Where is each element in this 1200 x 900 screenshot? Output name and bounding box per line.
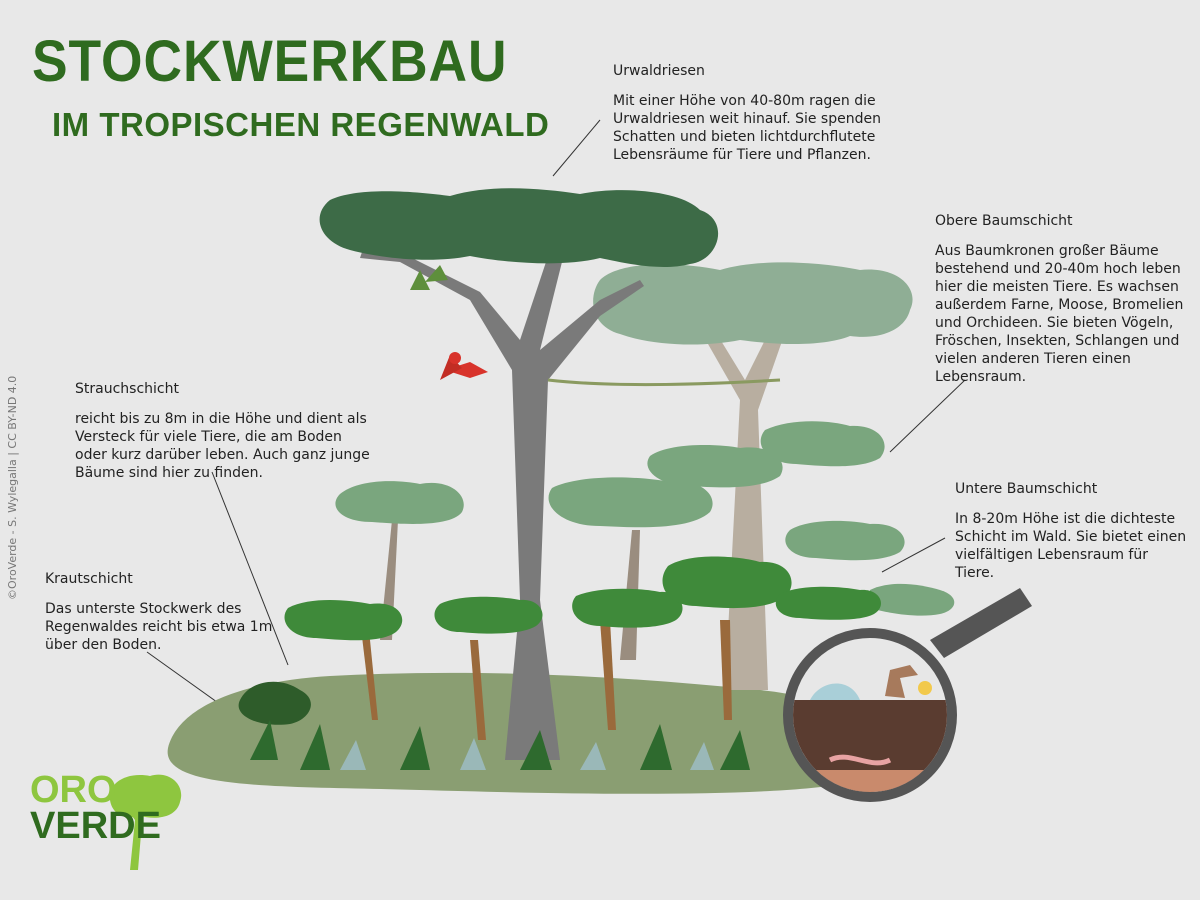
parrot-icon	[440, 352, 488, 380]
label-obere-text: Aus Baumkronen großer Bäume bestehend un…	[935, 243, 1184, 385]
label-untere: Untere Baumschicht In 8-20m Höhe ist die…	[955, 480, 1190, 582]
shrub-layer	[238, 556, 882, 740]
magnifier-soil-icon	[783, 588, 1032, 802]
title-line-1: STOCKWERKBAU	[32, 29, 508, 94]
background-canopy	[593, 262, 913, 345]
label-urwaldriesen-heading: Urwaldriesen	[613, 63, 705, 79]
label-obere-heading: Obere Baumschicht	[935, 213, 1073, 229]
label-kraut: Krautschicht Das unterste Stockwerk des …	[45, 570, 275, 654]
giant-tree	[319, 188, 719, 760]
label-strauch-text: reicht bis zu 8m in die Höhe und dient a…	[75, 411, 370, 481]
label-strauch-heading: Strauchschicht	[75, 381, 179, 397]
leader-urwaldriesen	[552, 119, 601, 177]
label-untere-text: In 8-20m Höhe ist die dichteste Schicht …	[955, 511, 1187, 581]
label-urwaldriesen: Urwaldriesen Mit einer Höhe von 40-80m r…	[613, 62, 903, 164]
label-strauch: Strauchschicht reicht bis zu 8m in die H…	[75, 380, 375, 482]
leader-strauch	[211, 471, 289, 666]
label-urwaldriesen-text: Mit einer Höhe von 40-80m ragen die Urwa…	[613, 93, 881, 163]
background-giant-trunk	[700, 320, 788, 690]
logo-tree-icon	[109, 774, 182, 870]
label-untere-heading: Untere Baumschicht	[955, 481, 1098, 497]
liana	[547, 378, 781, 386]
leader-obere	[889, 379, 966, 453]
understory-trees	[335, 421, 955, 660]
label-kraut-text: Das unterste Stockwerk des Regenwaldes r…	[45, 601, 273, 653]
label-kraut-heading: Krautschicht	[45, 571, 133, 587]
title-line-2: IM TROPISCHEN REGENWALD	[52, 106, 550, 143]
oroverde-logo: ORO VERDE	[30, 769, 161, 847]
logo-line-2: VERDE	[30, 805, 161, 847]
leader-untere	[881, 537, 946, 573]
label-obere: Obere Baumschicht Aus Baumkronen großer …	[935, 212, 1185, 386]
logo-line-1: ORO	[30, 769, 117, 811]
